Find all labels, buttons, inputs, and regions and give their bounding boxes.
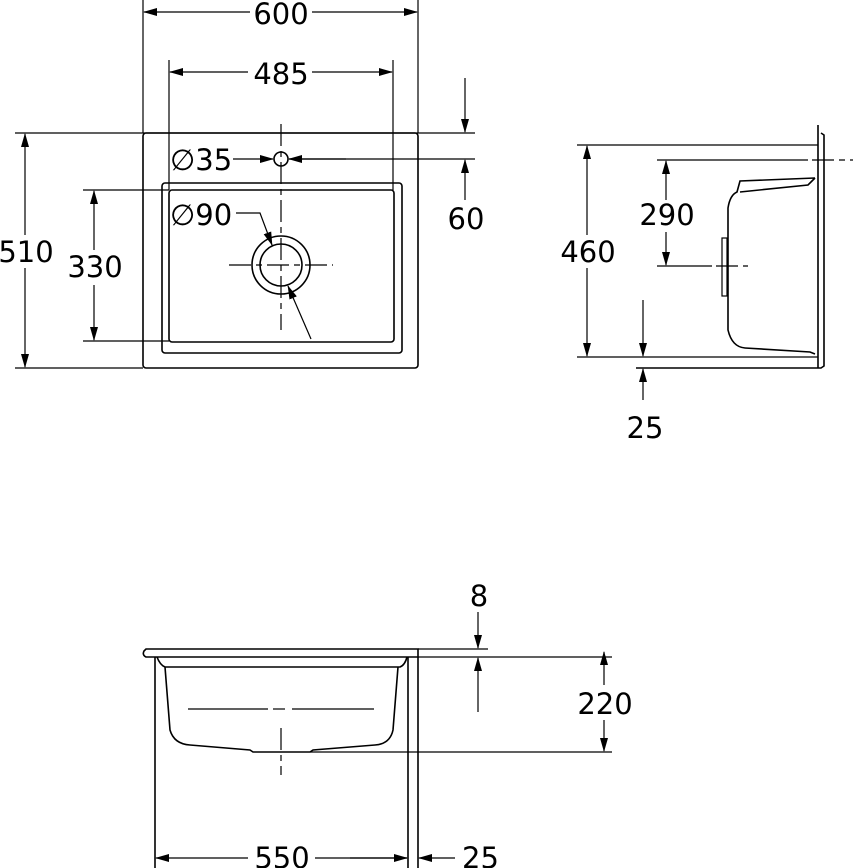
front-view: 8 220 550 25 [142, 579, 633, 868]
dim-330: 330 [67, 250, 122, 284]
dim-8: 8 [470, 579, 488, 613]
dim-25-side: 25 [627, 411, 664, 445]
dim-510: 510 [0, 235, 54, 269]
front-bowl-profile [156, 656, 408, 753]
dim-485: 485 [253, 57, 308, 91]
dim-600: 600 [253, 0, 308, 31]
dim-290: 290 [639, 198, 694, 232]
bowl-outer-rim [161, 182, 403, 354]
dim-220: 220 [577, 687, 632, 721]
dim-550: 550 [254, 841, 309, 868]
dim-25-front: 25 [462, 841, 499, 868]
top-view: 600 485 510 330 ∅35 ∅90 60 [0, 0, 485, 369]
side-view: 460 290 25 [560, 125, 853, 445]
dim-460: 460 [560, 235, 615, 269]
dim-waste-diameter: ∅90 [170, 198, 232, 232]
front-rim [142, 648, 419, 658]
dim-60: 60 [448, 202, 485, 236]
side-bowl-profile [727, 177, 816, 355]
dim-tap-hole-diameter: ∅35 [170, 143, 232, 177]
side-plate [636, 125, 825, 369]
